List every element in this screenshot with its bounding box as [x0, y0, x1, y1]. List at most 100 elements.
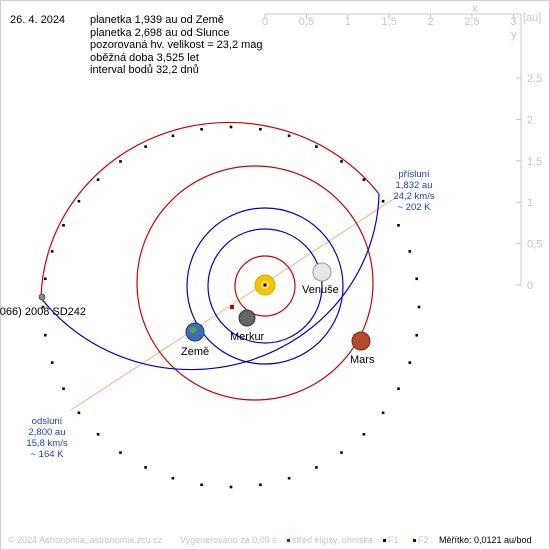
perihelion-temperature: ~ 202 K	[397, 202, 431, 213]
asteroid-orbit-point	[50, 361, 54, 364]
asteroid-orbit-point	[77, 199, 81, 203]
x-tick-label: 3	[510, 16, 516, 28]
asteroid-orbit-point	[171, 134, 175, 138]
info-line-interval: interval bodů 32,2 dnů	[90, 64, 199, 76]
aphelion-temperature: ~ 164 K	[30, 449, 64, 460]
asteroid-orbit-point	[340, 160, 343, 163]
x-axis-label: x	[472, 3, 478, 15]
asteroid-orbit-point	[229, 485, 233, 489]
legend-f2-label: F2	[418, 535, 429, 545]
mercury-label: Merkur	[230, 331, 265, 343]
asteroid-orbit-point	[408, 250, 412, 253]
center-marker-icon	[287, 539, 290, 543]
asteroid-orbit-point	[397, 224, 400, 227]
legend-f2: F2	[413, 535, 429, 545]
line-of-apsides	[70, 195, 399, 411]
mars-icon	[351, 331, 371, 351]
earth: Země	[181, 322, 209, 358]
info-line-period: oběžná doba 3,525 let	[90, 51, 199, 64]
asteroid: (385066) 2008 SD242	[0, 293, 86, 318]
mercury-orbit	[234, 255, 296, 317]
x-tick-label: 1,5	[382, 16, 397, 28]
perihelion-speed: 24,2 km/s	[393, 191, 434, 202]
asteroid-orbit-point	[340, 451, 343, 454]
perihelion-annotation: přísluní 1,832 au 24,2 km/s ~ 202 K	[393, 169, 434, 213]
legend-center: střed elipsy, ohniska	[287, 535, 373, 545]
asteroid-orbit-point	[259, 483, 262, 487]
mars-orbit	[136, 165, 374, 401]
x-tick-label: 2	[428, 16, 434, 28]
x-tick-label: 1	[345, 16, 351, 28]
asteroid-orbit-point	[259, 127, 262, 131]
aphelion-title: odsluní	[32, 416, 63, 427]
asteroid-orbit-point	[77, 411, 81, 415]
y-axis: 2,521,510,50 y [au]	[511, 12, 542, 292]
asteroid-orbit-point	[119, 451, 122, 454]
y-tick-label: 2	[527, 114, 533, 126]
asteroid-orbit-point	[415, 277, 418, 281]
asteroid-orbit-point	[200, 483, 203, 487]
f1-marker-icon	[383, 539, 386, 543]
venus-orbit	[207, 228, 323, 344]
mars: Mars	[350, 331, 375, 366]
sun-focus-marker	[263, 283, 267, 287]
generated-time: Vygenerováno za 0,09 s	[180, 535, 277, 545]
venus-label: Venuše	[302, 284, 339, 296]
legend-center-label: střed elipsy, ohniska	[292, 535, 373, 545]
asteroid-orbit-point	[287, 476, 291, 480]
info-line-magnitude: pozorovaná hv. velikost = 23,2 mag	[90, 39, 263, 51]
perihelion-distance: 1,832 au	[396, 180, 433, 191]
legend-f1: F1	[383, 535, 399, 545]
x-tick-label: 2,5	[464, 16, 479, 28]
asteroid-orbit-point	[381, 199, 385, 203]
x-tick-label: 0,5	[299, 16, 314, 28]
asteroid-orbit-point	[44, 333, 47, 337]
mercury: Merkur	[230, 309, 265, 343]
aphelion-speed: 15,8 km/s	[26, 438, 67, 449]
asteroid-orbit-point	[62, 224, 65, 227]
scale-label: Měřítko: 0,0121 au/bod	[439, 535, 532, 545]
asteroid-orbit-point	[62, 387, 65, 390]
mars-label: Mars	[350, 354, 375, 366]
copyright-text: © 2024 Astronomia, astronomia.zcu.cz	[8, 535, 163, 545]
asteroid-label: (385066) 2008 SD242	[0, 306, 86, 318]
venus: Venuše	[302, 262, 339, 296]
earth-label: Země	[181, 346, 209, 358]
ellipse-center-marker	[230, 305, 234, 309]
asteroid-orbit-point	[362, 178, 366, 181]
asteroid-orbit-point	[315, 466, 318, 469]
asteroid-orbit-point	[417, 305, 421, 309]
y-tick-label: 1,5	[527, 156, 542, 168]
asteroid-orbit-point	[144, 145, 147, 148]
axis-unit-label: [au]	[523, 12, 541, 24]
asteroid-orbit-point	[119, 160, 122, 163]
asteroid-orbit-point	[50, 250, 54, 253]
asteroid-orbit-point	[229, 125, 233, 129]
y-tick-label: 0	[527, 280, 533, 292]
asteroid-orbit-point	[287, 134, 291, 138]
y-tick-label: 0,5	[527, 239, 542, 251]
earth-continent	[189, 326, 197, 334]
asteroid-orbit-point	[415, 333, 418, 337]
f2-marker-icon	[413, 539, 416, 543]
asteroid-orbit-point	[200, 127, 203, 131]
asteroid-orbit-point	[144, 466, 147, 469]
date-label: 26. 4. 2024	[10, 14, 66, 26]
legend-f1-label: F1	[388, 535, 399, 545]
asteroid-orbit-point	[44, 277, 47, 281]
perihelion-title: přísluní	[398, 169, 430, 180]
aphelion-distance: 2,800 au	[29, 427, 66, 438]
info-line-earth-distance: planetka 1,939 au od Země	[90, 14, 224, 26]
asteroid-orbit-point	[171, 476, 175, 480]
y-axis-label: y	[511, 29, 517, 41]
asteroid-orbit-point	[381, 411, 385, 415]
y-tick-label: 2,5	[527, 73, 542, 85]
asteroid-orbit-point	[397, 387, 400, 390]
asteroid-orbit-point	[315, 145, 318, 148]
sun	[254, 274, 276, 296]
asteroid-orbit-point	[41, 305, 45, 309]
info-line-sun-distance: planetka 2,698 au od Slunce	[90, 26, 230, 39]
